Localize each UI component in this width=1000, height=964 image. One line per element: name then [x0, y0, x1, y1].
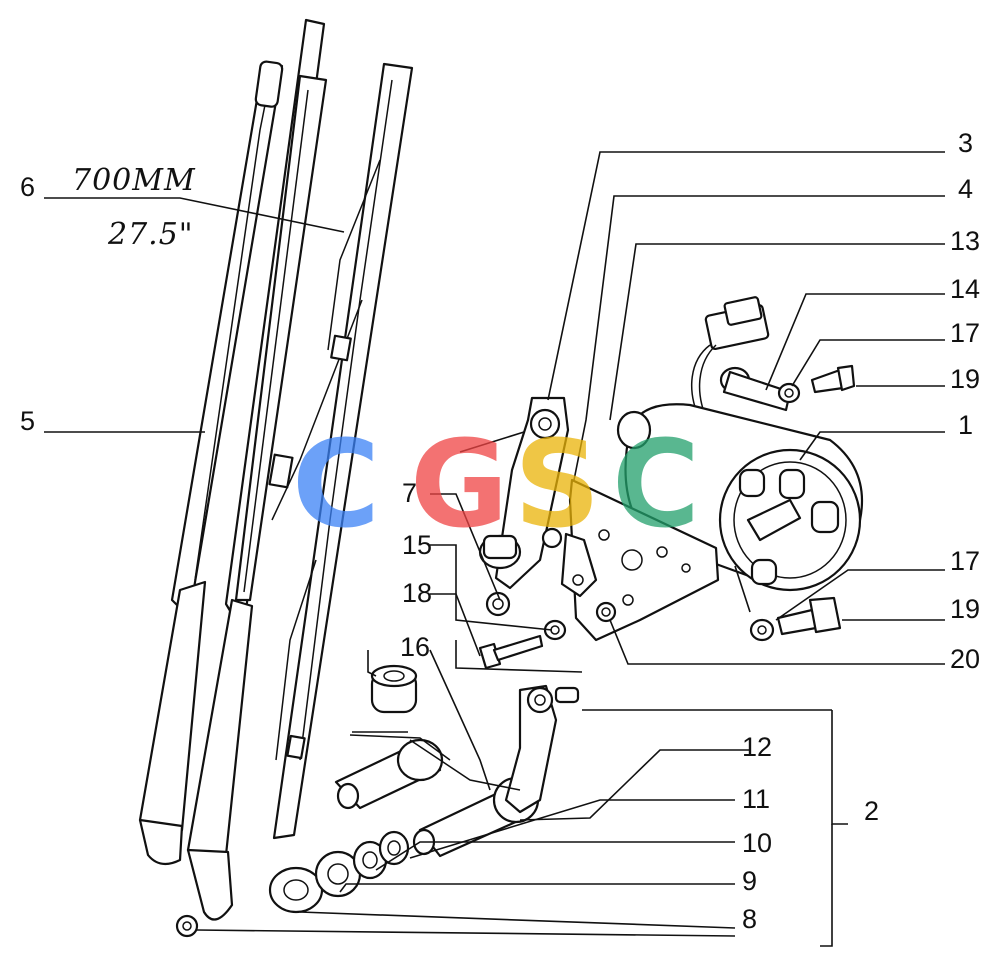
- handwritten-length-in: 27.5": [107, 217, 194, 252]
- lever-bracket: [541, 527, 598, 598]
- callout-5: 5: [20, 406, 35, 436]
- washer-20: [595, 601, 617, 623]
- callout-12: 12: [742, 732, 772, 762]
- bush-9: [268, 866, 324, 914]
- connector-plug: [690, 296, 770, 423]
- bolt-18: [478, 634, 544, 670]
- callout-3: 3: [958, 128, 973, 158]
- drive-lever: [504, 684, 580, 814]
- callout-14: 14: [950, 274, 980, 304]
- washer-lower: [749, 618, 775, 642]
- callout-6: 6: [20, 172, 35, 202]
- spindle-left: [334, 738, 444, 810]
- handwritten-length-mm: 700MM: [72, 163, 196, 198]
- callout-18: 18: [402, 578, 432, 608]
- watermark-letter-4: C: [612, 416, 700, 555]
- callout-19-top: 19: [950, 364, 980, 394]
- nut-8: [175, 914, 199, 938]
- rubber-bush: [370, 664, 418, 714]
- callout-9: 9: [742, 866, 757, 896]
- callout-8: 8: [742, 904, 757, 934]
- callout-16: 16: [400, 632, 430, 662]
- callout-7: 7: [402, 478, 417, 508]
- callout-17-top: 17: [950, 318, 980, 348]
- nut-7: [485, 591, 511, 617]
- watermark: C G S C: [292, 416, 700, 555]
- leader-lines: [44, 151, 945, 947]
- washer-top: [777, 382, 801, 404]
- wiper-arm-left: [138, 60, 284, 866]
- callout-10: 10: [742, 828, 772, 858]
- washer-12: [378, 830, 410, 866]
- callout-4: 4: [958, 174, 973, 204]
- watermark-letter-1: C: [292, 416, 380, 555]
- callout-11: 11: [742, 784, 770, 814]
- callout-numbers: 3 4 13 14 17 19 1 17 19 20 2 12 11 10 9 …: [20, 128, 980, 934]
- callout-19-bottom: 19: [950, 594, 980, 624]
- callout-2: 2: [864, 796, 879, 826]
- link-rod: [349, 734, 521, 791]
- watermark-letter-3: S: [514, 416, 600, 555]
- callout-17-bottom: 17: [950, 546, 980, 576]
- callout-13: 13: [950, 226, 980, 256]
- watermark-letter-2: G: [410, 416, 509, 555]
- callout-20: 20: [950, 644, 980, 674]
- mounting-plate: [568, 478, 720, 642]
- callout-1: 1: [958, 410, 973, 440]
- screw-top: [810, 364, 856, 394]
- screw-lower: [776, 596, 842, 636]
- callout-15: 15: [402, 530, 432, 560]
- wiper-arm-right: [186, 18, 328, 921]
- wiper-blade: [268, 62, 414, 840]
- cable-clamp: [719, 366, 792, 412]
